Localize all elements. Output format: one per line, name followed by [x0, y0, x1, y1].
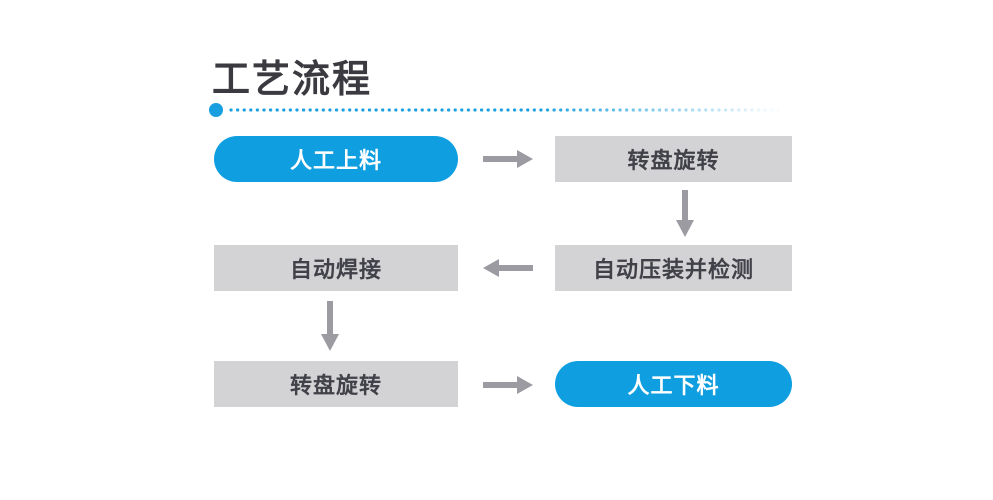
- page-title: 工艺流程: [212, 59, 373, 101]
- dotted-divider: [229, 107, 791, 113]
- flow-node-manual-unloading: 人工下料: [555, 361, 792, 407]
- arrow-down-icon: [321, 301, 339, 351]
- divider-start-dot: [209, 103, 223, 117]
- arrow-down-icon: [676, 190, 694, 237]
- flow-node-manual-loading: 人工上料: [214, 136, 458, 182]
- flow-node-auto-press-inspect: 自动压装并检测: [555, 245, 792, 291]
- flow-node-turntable-rotation-2: 转盘旋转: [214, 361, 458, 407]
- arrow-right-icon: [483, 376, 533, 394]
- flow-node-turntable-rotation-1: 转盘旋转: [555, 136, 792, 182]
- arrow-left-icon: [483, 259, 533, 277]
- arrow-right-icon: [483, 150, 533, 168]
- flow-node-auto-welding: 自动焊接: [214, 245, 458, 291]
